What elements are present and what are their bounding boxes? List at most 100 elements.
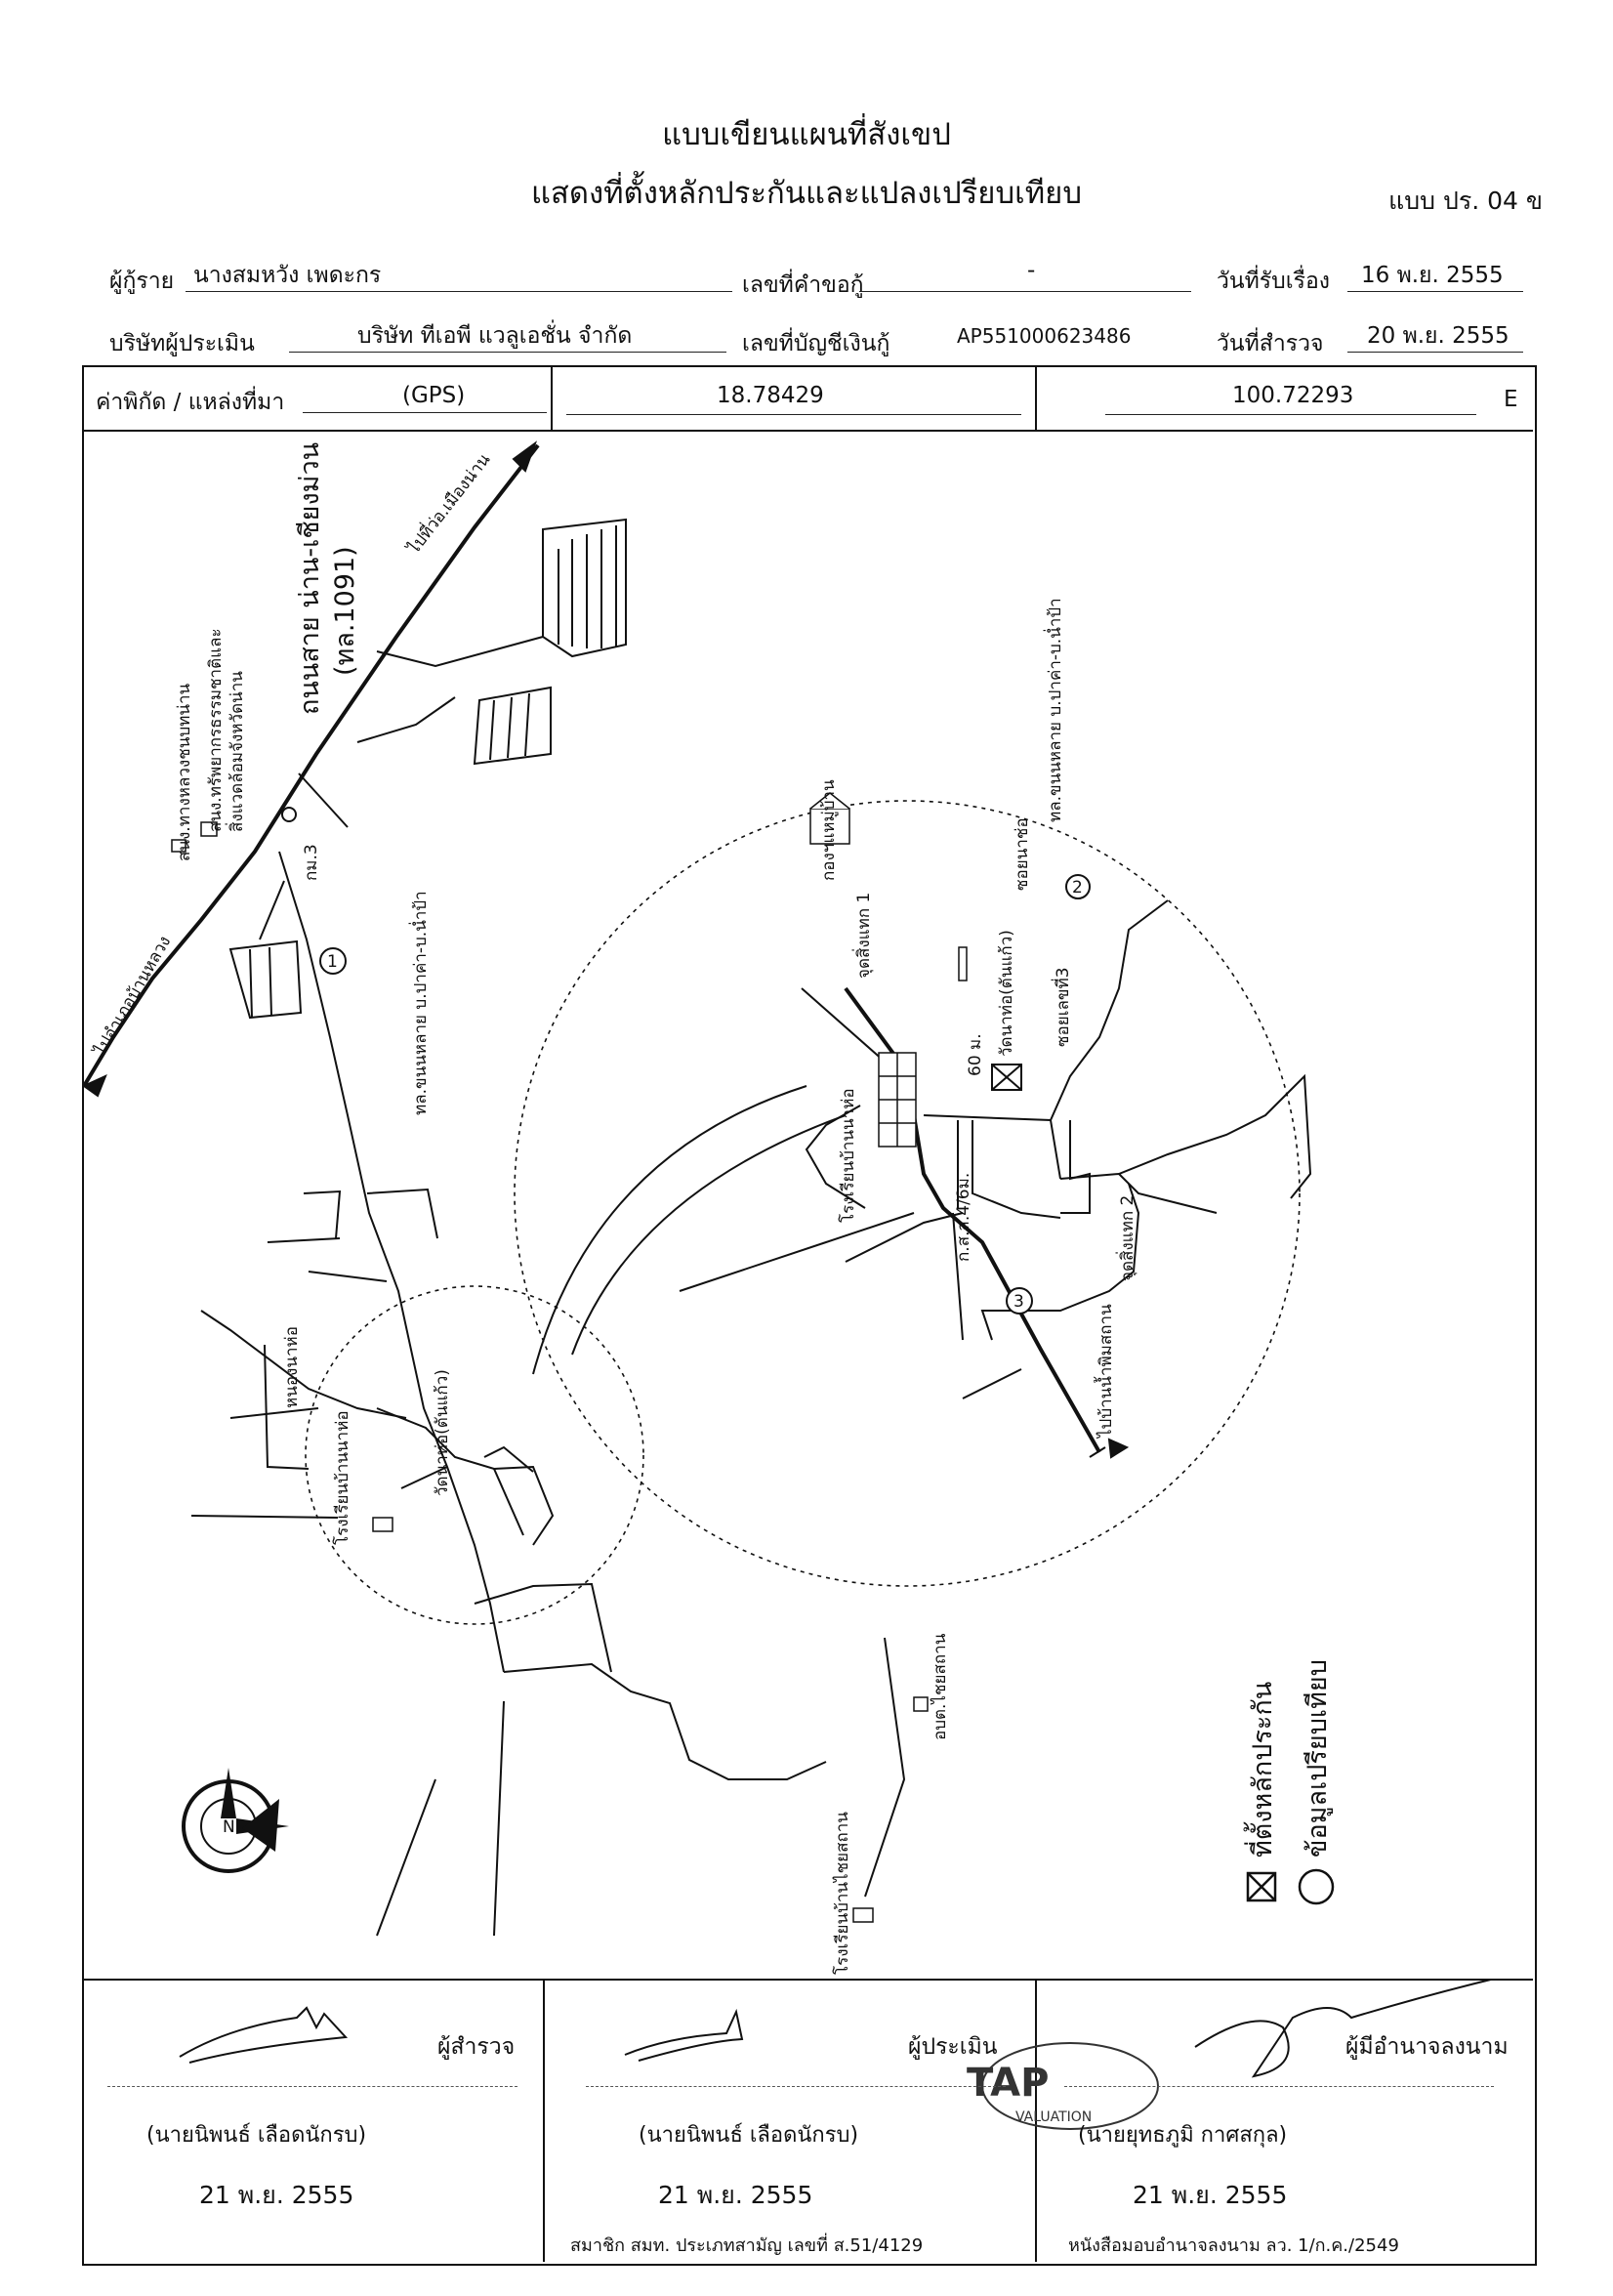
label-soi3: ซอยเลขที่3 <box>1051 967 1073 1047</box>
request-no-label: เลขที่คำขอกู้ <box>742 272 864 298</box>
label-highway: ถนนสาย น่าน-เชียงม่วน <box>295 442 325 715</box>
received-label: วันที่รับเรื่อง <box>1217 269 1331 294</box>
appraiser-sign-line <box>586 2086 1006 2087</box>
appraiser-role: ผู้ประเมิน <box>908 2034 998 2060</box>
surveyor-date: 21 พ.ย. 2555 <box>199 2181 354 2209</box>
legend-compare-symbol <box>1298 1868 1335 1905</box>
survey-line: 20 พ.ย. 2555 <box>1347 318 1523 353</box>
sig-divider-2 <box>1035 1979 1037 2262</box>
request-no-line: - <box>859 258 1191 292</box>
appraiser-date: 21 พ.ย. 2555 <box>658 2181 813 2209</box>
legend-collateral-label: ที่ตั้งหลักประกัน <box>1243 1682 1278 1858</box>
collateral-box <box>991 1064 1022 1091</box>
gps-label: ค่าพิกัด / แหล่งที่มา <box>96 390 285 415</box>
label-school-big: โรงเรียนบ้านนาห่อ <box>838 1088 858 1223</box>
surveyor-sign-line <box>107 2086 517 2087</box>
marker-2-label: 2 <box>1072 878 1083 898</box>
label-office-3: สนง.ทางหลวงชนบทน่าน <box>175 683 194 861</box>
borrower-value: นางสมหวัง เพดะกร <box>193 263 382 288</box>
label-to-village: ไปบ้านน้ำพิมสถาน <box>1094 1304 1116 1440</box>
account-label: เลขที่บัญชีเงินกู้ <box>742 331 890 356</box>
gps-latitude: 18.78429 <box>717 383 824 408</box>
highway-1091 <box>84 443 540 1088</box>
authorized-name: (นายยุทธภูมิ กาศสกุล) <box>1078 2123 1288 2148</box>
arrow-to-bandong <box>84 1074 107 1098</box>
surveyor-name: (นายนิพนธ์ เลือดนักรบ) <box>146 2123 367 2148</box>
gps-direction: E <box>1504 387 1518 412</box>
survey-label: วันที่สำรวจ <box>1217 331 1324 356</box>
obt-icon <box>913 1696 929 1712</box>
label-to-muang: ไปที่ว่อ.เมืองน่าน <box>401 448 495 560</box>
appraiser-name: (นายนิพนธ์ เลือดนักรบ) <box>639 2123 859 2148</box>
stamp-logo: TAP <box>967 2061 1050 2106</box>
form-number: แบบ ปร. 04 ข <box>1388 187 1543 215</box>
label-school-chai: โรงเรียนบ้านไชยสถาน <box>832 1812 852 1975</box>
label-office-2: สิ่งแวดล้อมจังหวัดน่าน <box>225 671 247 832</box>
signature-row <box>82 1979 1533 2264</box>
office-icon-2 <box>171 839 186 853</box>
label-km3: กม.3 <box>302 844 321 881</box>
appraiser-signature <box>624 2008 744 2062</box>
authorized-signature <box>1194 1979 1500 2078</box>
gps-longitude: 100.72293 <box>1232 383 1354 408</box>
label-to-bandong: ไปอำเภอบ้านหลวง <box>89 933 175 1062</box>
label-temple-small: วัดนาห่อ(ตันแก้ว) <box>433 1369 452 1496</box>
map-frame <box>82 365 1537 2266</box>
borrower-line: นางสมหวัง เพดะกร <box>186 258 732 292</box>
label-road-right: ทล.ขนนหลาย บ.ปาค่า-บ.น่ำป้า <box>1043 598 1065 822</box>
label-survey-2: จุดสิ่งแทก 2 <box>1115 1195 1137 1281</box>
document-subtitle: แสดงที่ตั้งหลักประกันและแปลงเปรียบเทียบ <box>530 176 1083 211</box>
surveyor-role: ผู้สำรวจ <box>437 2034 516 2060</box>
north-label: N <box>223 1817 235 1837</box>
label-temple-big: วัดนาท่อ(ตันแก้ว) <box>997 930 1016 1057</box>
request-no-value: - <box>1027 258 1036 283</box>
marker-3-label: 3 <box>1013 1292 1024 1312</box>
gps-source: (GPS) <box>402 383 466 408</box>
gps-divider-1 <box>551 365 553 430</box>
gps-source-line <box>303 412 547 413</box>
account-value: AP551000623486 <box>957 324 1132 348</box>
authorized-date: 21 พ.ย. 2555 <box>1133 2181 1288 2209</box>
arrow-to-muang <box>512 440 538 473</box>
marker-1 <box>319 947 347 975</box>
label-obt: อบต.ไชยสถาน <box>930 1633 950 1740</box>
label-pole: ก.ส.ส.4/6ม. <box>954 1173 973 1262</box>
marker-1-label: 1 <box>327 952 338 972</box>
gps-row <box>82 365 1533 432</box>
document-title: แบบเขียนแผนที่สังเขป <box>662 117 951 152</box>
surveyor-signature <box>179 2006 349 2064</box>
road-to-village <box>278 851 505 1673</box>
label-pond: หนองนาห่อ <box>282 1326 302 1408</box>
north-compass-icon: N <box>182 1768 289 1873</box>
authorized-sign-line <box>1064 2086 1494 2087</box>
label-school-small: โรงเรียนบ้านนาห่อ <box>332 1410 352 1545</box>
zoom-circle-small <box>305 1285 644 1625</box>
sig-divider-1 <box>543 1979 545 2262</box>
sketch-map: 1 2 3 N ถนนสาย น่าน-เชียงม่วน (ทล.1091) … <box>84 440 1335 1975</box>
signature-scribbles <box>179 1979 1500 2130</box>
borrower-label: ผู้กู้ราย <box>109 269 175 294</box>
survey-date: 20 พ.ย. 2555 <box>1367 323 1510 349</box>
gps-lat-line <box>566 414 1021 415</box>
gps-divider-2 <box>1035 365 1037 430</box>
stamp-subtext: VALUATION <box>1015 2109 1093 2125</box>
school-icon-chai <box>852 1907 874 1923</box>
label-highway-code: (ทล.1091) <box>330 546 360 676</box>
label-distance: 60 ม. <box>966 1033 985 1076</box>
label-soi: ซอยนาช่อ <box>1013 817 1032 891</box>
appraiser-company-value: บริษัท ทีเอพี แวลูเอชั่น จำกัด <box>357 323 633 349</box>
appraiser-company-label: บริษัทผู้ประเมิน <box>109 331 255 356</box>
office-icon <box>200 821 218 837</box>
zoom-circle-large <box>514 800 1301 1587</box>
appraiser-company-line: บริษัท ทีเอพี แวลูเอชั่น จำกัด <box>289 318 726 353</box>
label-road-left: ทล.ขนนหลาย บ.ปาค่า-บ.น่ำป้า <box>408 891 431 1115</box>
gps-lon-line <box>1105 414 1476 415</box>
legend-compare-label: ข้อมูลเปรียบเทียบ <box>1303 1659 1333 1858</box>
marker-3 <box>1006 1287 1033 1315</box>
received-line: 16 พ.ย. 2555 <box>1347 258 1523 292</box>
marker-2 <box>1065 874 1091 899</box>
label-survey-1: จุดสิ่งแทก 1 <box>851 893 874 979</box>
school-icon-small <box>372 1517 393 1532</box>
arrow-to-village <box>1107 1438 1130 1459</box>
label-village-office: กองฯแหมู่บ้าน <box>819 779 839 881</box>
